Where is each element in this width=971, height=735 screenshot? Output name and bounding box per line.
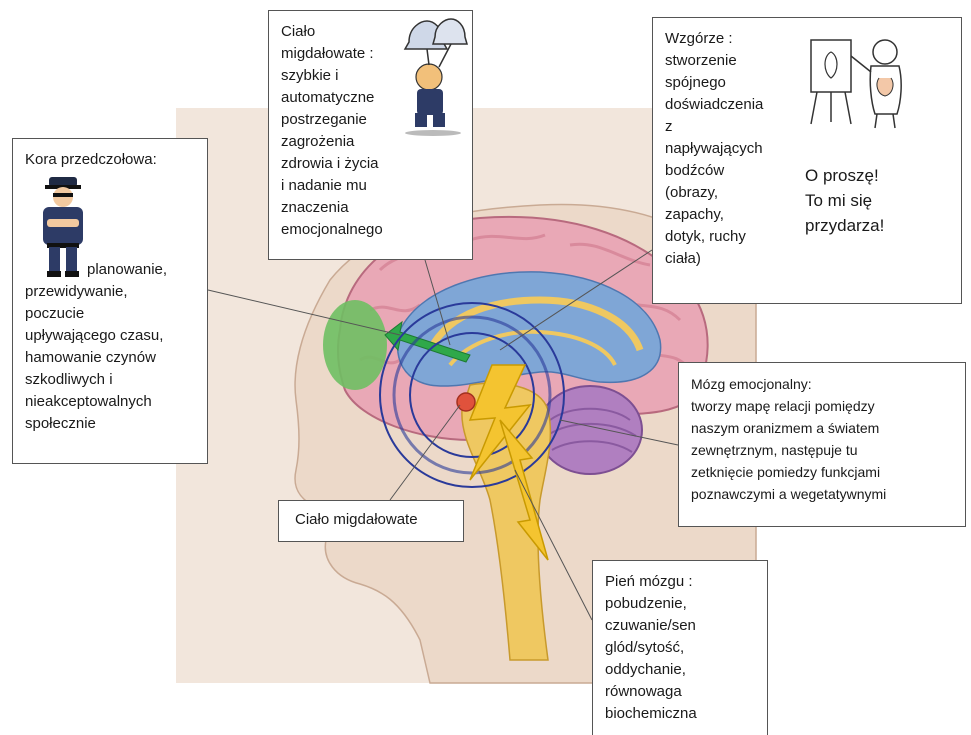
- label-emotional-brain: Mózg emocjonalny: tworzy mapę relacji po…: [678, 362, 966, 527]
- label-amygdala-name-text: Ciało migdałowate: [295, 509, 447, 531]
- label-brainstem-text: Pień mózgu : pobudzenie, czuwanie/sen gl…: [605, 571, 755, 725]
- label-amygdala-name: Ciało migdałowate: [278, 500, 464, 542]
- police-officer-icon: [35, 175, 91, 279]
- label-prefrontal-cortex: Kora przedczołowa: planowanie, przewidyw…: [12, 138, 208, 464]
- label-thalamus: Wzgórze : stworzenie spójnego doświadcze…: [652, 17, 962, 304]
- prefrontal-cortex-highlight: [323, 300, 387, 390]
- label-prefrontal-title: Kora przedczołowa:: [25, 149, 195, 171]
- label-prefrontal-first-item: planowanie,: [87, 259, 167, 281]
- label-thalamus-exclamation: O proszę! To mi się przydarza!: [805, 163, 884, 238]
- label-brainstem: Pień mózgu : pobudzenie, czuwanie/sen gl…: [592, 560, 768, 735]
- amygdala: [457, 393, 475, 411]
- label-thalamus-text: Wzgórze : stworzenie spójnego doświadcze…: [665, 28, 795, 270]
- alarm-bell-ringer-icon: [399, 17, 469, 137]
- label-emotional-brain-text: Mózg emocjonalny: tworzy mapę relacji po…: [691, 373, 953, 505]
- painter-self-portrait-icon: [803, 32, 923, 132]
- label-prefrontal-functions: przewidywanie, poczucie upływającego cza…: [25, 281, 163, 435]
- label-amygdala-description: Ciało migdałowate : szybkie i automatycz…: [268, 10, 473, 260]
